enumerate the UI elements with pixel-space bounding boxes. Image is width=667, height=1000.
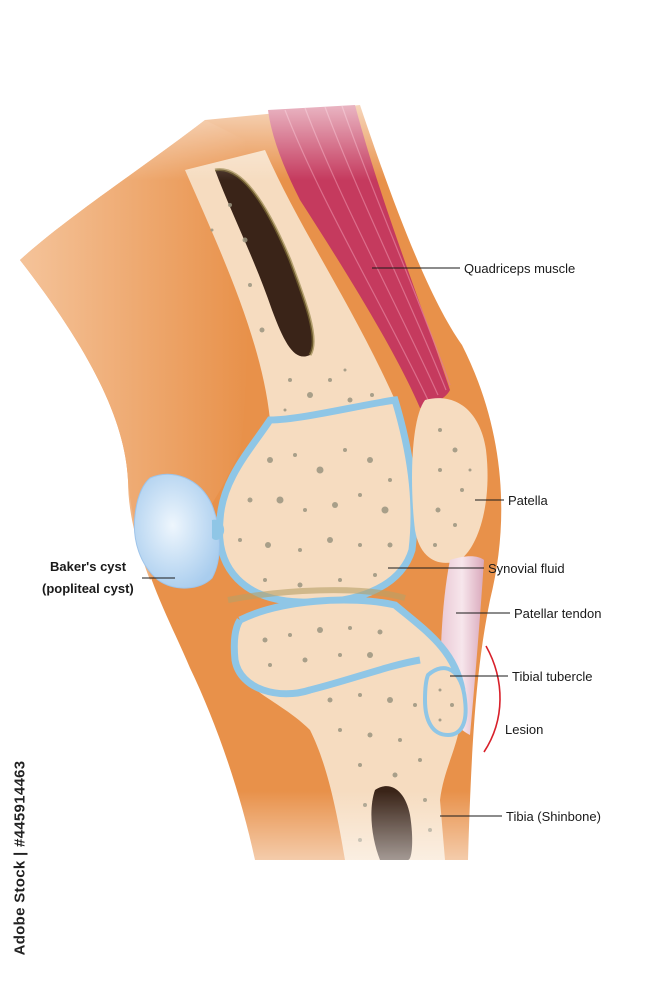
stock-credit: Adobe Stock | #445914463	[8, 758, 32, 958]
label-lesion: Lesion	[505, 722, 543, 737]
stock-credit-text: Adobe Stock | #445914463	[12, 761, 29, 956]
label-popliteal-cyst: (popliteal cyst)	[42, 581, 134, 596]
label-tibia: Tibia (Shinbone)	[506, 809, 601, 824]
label-synovial-fluid: Synovial fluid	[488, 561, 565, 576]
label-quadriceps: Quadriceps muscle	[464, 261, 575, 276]
label-bakers-cyst: Baker's cyst	[50, 559, 127, 574]
fade-overlay	[0, 60, 667, 920]
label-patella: Patella	[508, 493, 549, 508]
label-tibial-tubercle: Tibial tubercle	[512, 669, 592, 684]
label-patellar-tendon: Patellar tendon	[514, 606, 601, 621]
